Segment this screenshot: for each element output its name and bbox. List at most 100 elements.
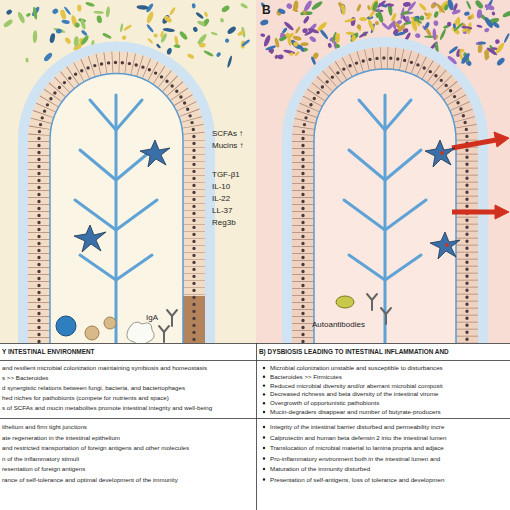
- bacterium: [466, 0, 472, 10]
- bacterium: [495, 39, 500, 44]
- bacterium: [307, 27, 319, 34]
- bacterium: [367, 19, 376, 32]
- cell-nuclei: [303, 58, 467, 345]
- bacterium: [425, 27, 432, 36]
- bacterium: [270, 48, 274, 54]
- bacterium: [385, 3, 394, 6]
- bacterium: [281, 27, 288, 34]
- table-cell: ithelium and firm tight junctions: [2, 423, 87, 430]
- bacterium: [292, 35, 302, 41]
- illustration-label: Autoantibodies: [312, 320, 365, 329]
- bacterium: [435, 2, 446, 14]
- bacterium: [386, 21, 395, 31]
- bacterium: [195, 11, 204, 19]
- bacterium: [403, 1, 412, 7]
- bacterium: [292, 41, 299, 48]
- bacterium: [474, 0, 484, 10]
- table-cell: Decreased richness and beta diversity of…: [270, 390, 439, 397]
- bullet-layer: [263, 367, 265, 481]
- bacterium: [341, 4, 346, 15]
- bacterium: [25, 58, 29, 63]
- translocation-arrows: [452, 132, 509, 219]
- bacterium: [156, 43, 162, 49]
- bacterium: [197, 20, 206, 27]
- table-header: Y INTESTINAL ENVIRONMENT: [2, 348, 94, 355]
- bacterium: [227, 55, 233, 68]
- bacterium: [448, 45, 459, 54]
- bacterium: [350, 17, 356, 27]
- bacterium: [59, 9, 67, 20]
- illustration-label: TGF-β1: [212, 170, 240, 179]
- bacterium: [80, 34, 90, 45]
- bacterium: [303, 0, 314, 12]
- bacterium: [51, 8, 59, 16]
- bacterium: [163, 15, 173, 24]
- cell-walls: [303, 58, 467, 345]
- bacterium: [17, 11, 26, 24]
- bacterium: [237, 30, 245, 37]
- bacterium: [96, 15, 103, 24]
- bacterium: [3, 18, 14, 28]
- bacterium: [259, 19, 269, 27]
- bacterium: [439, 28, 447, 41]
- table-cell: resentation of foreign antigens: [2, 465, 85, 472]
- plasma-cell: [104, 317, 116, 329]
- bacterium: [453, 22, 464, 32]
- bacterium: [433, 11, 439, 19]
- bacterium: [400, 10, 410, 16]
- lamina-propria: [314, 69, 456, 345]
- macrophage: [127, 322, 154, 345]
- bacterium: [240, 2, 248, 9]
- bacterium: [174, 36, 179, 46]
- bacterium: [146, 24, 154, 33]
- bullet-dot: [263, 384, 265, 386]
- bacterium: [163, 28, 176, 33]
- bacterium: [153, 33, 158, 38]
- epithelium-band: [39, 62, 194, 345]
- bacterium: [430, 2, 436, 9]
- mucus-layer: [23, 47, 210, 346]
- table-rules: [0, 343, 510, 510]
- basement-membrane: [314, 69, 456, 345]
- bacterium: [464, 11, 471, 16]
- bacterium: [459, 49, 464, 53]
- table-cell: Presentation of self-antigens, loss of t…: [270, 476, 444, 483]
- bacterium: [263, 34, 272, 47]
- bacterium: [105, 6, 110, 18]
- bacterium: [302, 10, 307, 16]
- bacterium: [419, 15, 424, 20]
- bacterium: [277, 54, 283, 59]
- illustration-label: IgA: [146, 313, 158, 322]
- b-cell: [56, 316, 76, 336]
- bacterium: [394, 21, 403, 30]
- bacterium: [461, 28, 468, 33]
- bacterium: [483, 16, 494, 29]
- bacterium: [478, 41, 486, 44]
- bacterium: [294, 51, 300, 57]
- table-cell: s >> Bacteroides: [2, 374, 48, 381]
- bacterium: [375, 12, 380, 18]
- bullet-dot: [263, 457, 265, 459]
- bacterium: [53, 27, 66, 34]
- bacterium: [64, 37, 72, 45]
- bacterium: [93, 11, 104, 15]
- table-cell: Overgrowth of opportunistic pathobionts: [270, 399, 379, 406]
- lamina-propria: [50, 74, 183, 346]
- bacterium: [390, 12, 397, 22]
- table-cell: Microbial colonization unstable and susc…: [270, 364, 443, 371]
- table-cell: Mucin-degraders disappear and number of …: [270, 408, 441, 415]
- bacterium: [426, 16, 431, 20]
- panel-letter: B: [262, 4, 271, 18]
- bacterium: [174, 44, 181, 48]
- bacterium: [300, 42, 308, 46]
- bacterium: [77, 4, 81, 11]
- bacterium: [73, 36, 79, 47]
- antigen-dot: [440, 151, 444, 155]
- antigen-dot: [445, 243, 449, 247]
- bacterium: [483, 50, 490, 59]
- table-bg: [0, 343, 510, 510]
- bacterium: [484, 3, 495, 11]
- table-cell: rance of self-tolerance and optimal deve…: [2, 476, 178, 483]
- capillary-tree: [344, 95, 426, 345]
